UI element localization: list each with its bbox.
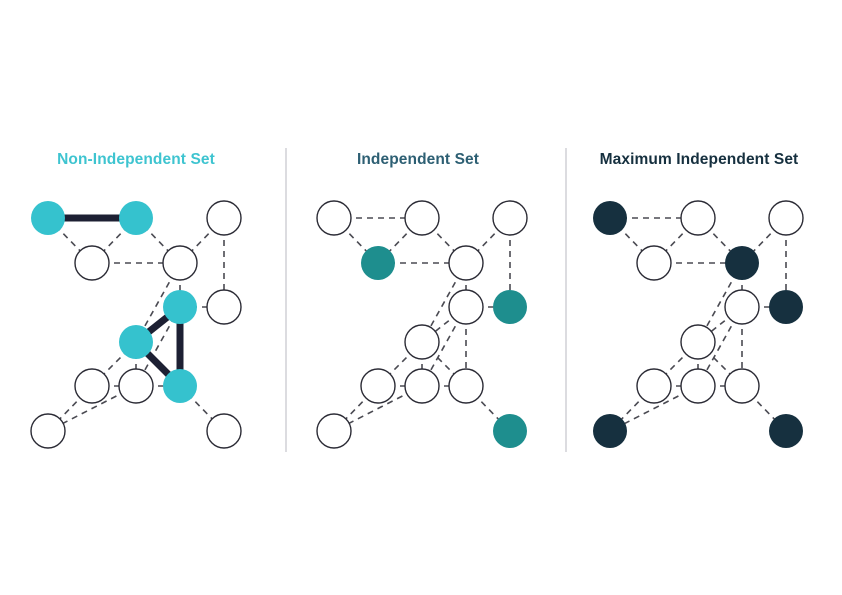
graph-node[interactable] — [404, 324, 440, 360]
graph-node[interactable] — [404, 368, 440, 404]
graph-node-selected[interactable] — [769, 414, 803, 448]
graph-node[interactable] — [680, 200, 716, 236]
graph-node[interactable] — [636, 245, 672, 281]
graph-node-selected[interactable] — [361, 246, 395, 280]
graph-node-selected[interactable] — [769, 290, 803, 324]
graph-node-selected[interactable] — [31, 201, 65, 235]
graph-node-selected[interactable] — [725, 246, 759, 280]
graph-node[interactable] — [404, 200, 440, 236]
graph-node[interactable] — [636, 368, 672, 404]
graph-node[interactable] — [316, 413, 352, 449]
graph-node[interactable] — [118, 368, 154, 404]
graph-node[interactable] — [724, 368, 760, 404]
panel-title-non_independent_set: Non-Independent Set — [57, 151, 215, 168]
graph-node[interactable] — [206, 413, 242, 449]
graph-node-selected[interactable] — [163, 290, 197, 324]
graph-node[interactable] — [724, 289, 760, 325]
graph-node[interactable] — [360, 368, 396, 404]
graph-node-selected[interactable] — [593, 414, 627, 448]
graph-node-selected[interactable] — [493, 414, 527, 448]
graph-node[interactable] — [492, 200, 528, 236]
graph-node-selected[interactable] — [493, 290, 527, 324]
graph-node[interactable] — [162, 245, 198, 281]
graph-node-selected[interactable] — [163, 369, 197, 403]
graph-node[interactable] — [448, 368, 484, 404]
panel-independent_set: Independent Set — [316, 151, 528, 449]
graph-node[interactable] — [30, 413, 66, 449]
graph-node-selected[interactable] — [119, 325, 153, 359]
graph-node[interactable] — [768, 200, 804, 236]
graph-node[interactable] — [74, 368, 110, 404]
graph-node[interactable] — [680, 368, 716, 404]
graph-node[interactable] — [316, 200, 352, 236]
graph-node[interactable] — [680, 324, 716, 360]
panel-title-maximum_independent_set: Maximum Independent Set — [600, 151, 799, 168]
graph-node[interactable] — [448, 245, 484, 281]
panel-title-independent_set: Independent Set — [357, 151, 479, 168]
graph-node[interactable] — [206, 200, 242, 236]
graph-node-selected[interactable] — [119, 201, 153, 235]
graph-node[interactable] — [74, 245, 110, 281]
graph-node[interactable] — [448, 289, 484, 325]
graph-node[interactable] — [206, 289, 242, 325]
panel-maximum_independent_set: Maximum Independent Set — [593, 151, 804, 448]
graph-node-selected[interactable] — [593, 201, 627, 235]
panel-non_independent_set: Non-Independent Set — [30, 151, 242, 449]
